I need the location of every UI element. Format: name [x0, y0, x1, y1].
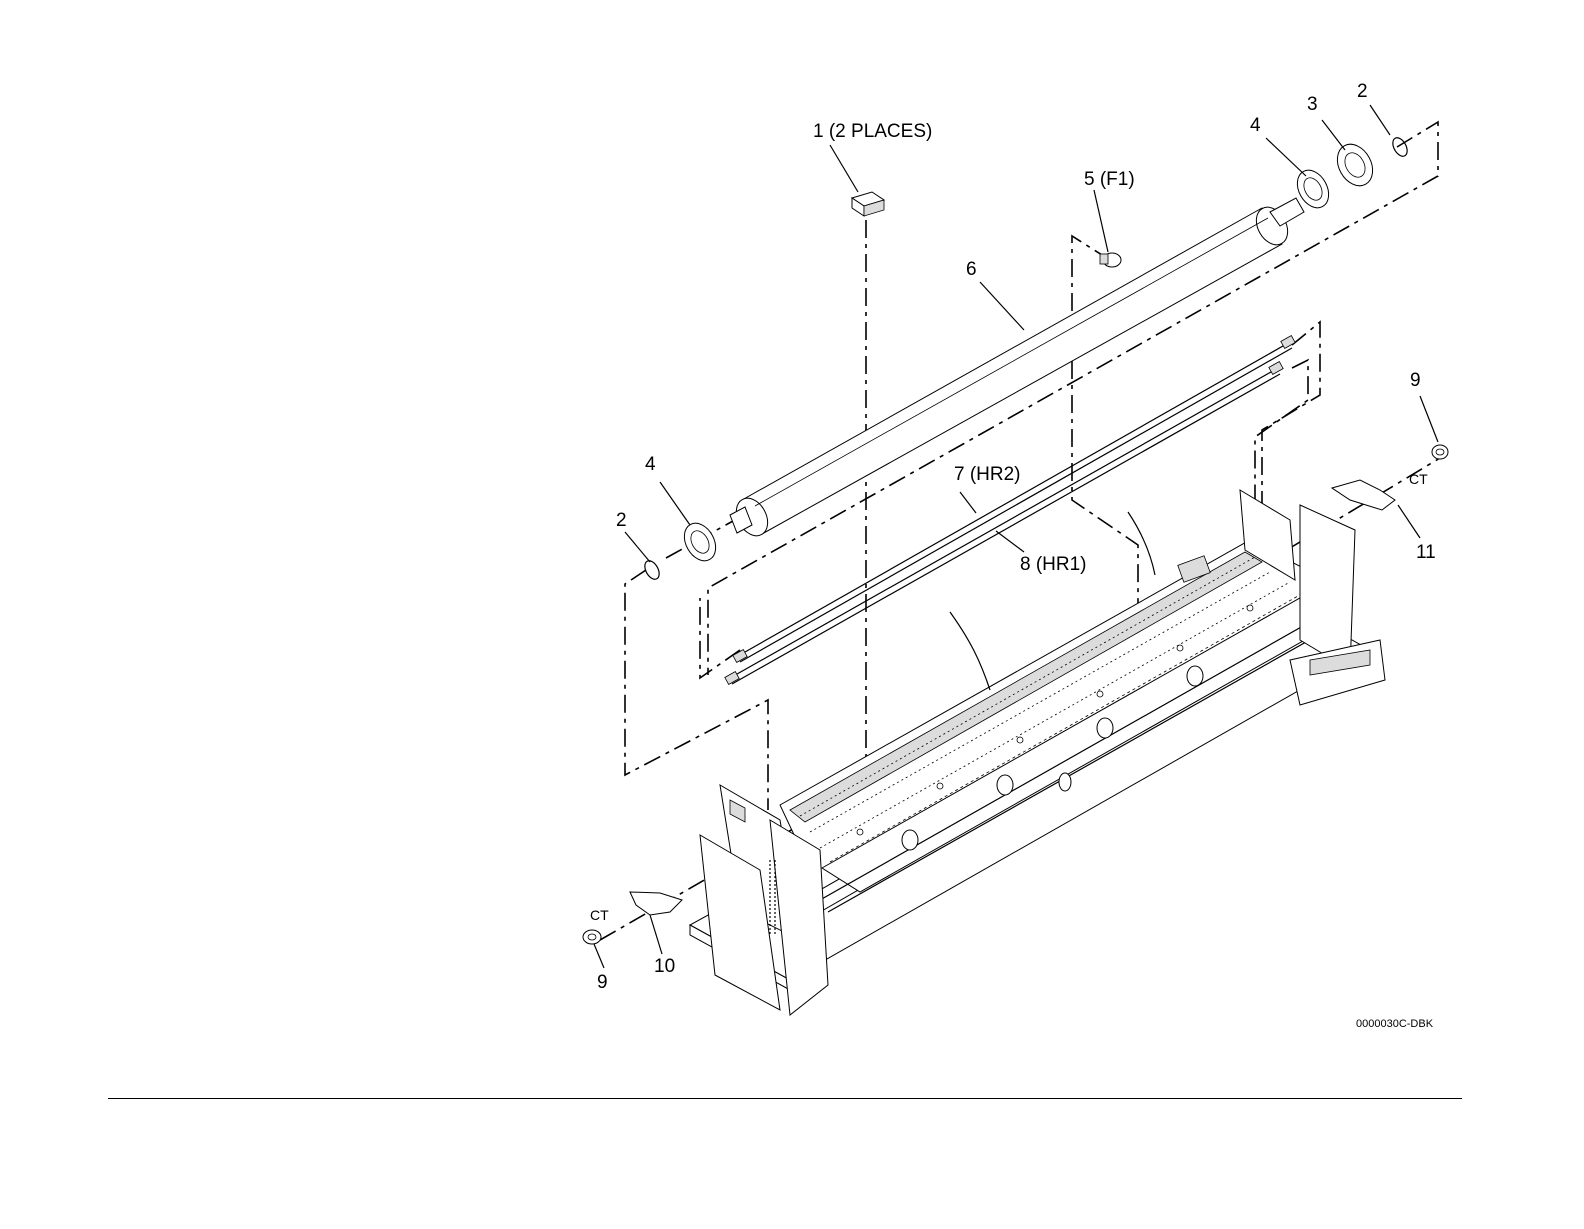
callout-6: 6 [966, 259, 977, 280]
bearing-4-left [678, 518, 722, 567]
heat-roller [730, 198, 1304, 541]
callout-11: 11 [1416, 542, 1436, 563]
callout-7: 7 (HR2) [954, 464, 1021, 485]
callout-8: 8 (HR1) [1020, 554, 1087, 575]
e-clip-2-left [642, 558, 662, 581]
callout-4-left: 4 [645, 454, 656, 475]
bearing-9-left [583, 930, 601, 944]
bearing-3 [1330, 138, 1379, 192]
callout-9-left: 9 [597, 972, 608, 993]
callout-2-left: 2 [616, 510, 627, 531]
assembly-line-heater-left [700, 598, 740, 678]
callout-1: 1 (2 PLACES) [813, 121, 932, 142]
thermistor-part-5 [1100, 253, 1121, 267]
assembly-line-left-end [625, 570, 768, 810]
callout-4-right: 4 [1250, 115, 1261, 136]
callout-10: 10 [654, 956, 675, 977]
callout-9-right: 9 [1410, 370, 1421, 391]
bearing-9-right [1432, 445, 1448, 459]
callout-3: 3 [1307, 94, 1318, 115]
ct-label-left: CT [590, 907, 609, 923]
e-clip-2-right [1390, 135, 1410, 158]
ct-label-right: CT [1409, 471, 1428, 487]
pad-part-1 [852, 192, 884, 216]
figure-code: 0000030C-DBK [1356, 1018, 1434, 1030]
footer-rule [108, 1098, 1462, 1099]
lever-10 [630, 892, 682, 915]
callout-5: 5 (F1) [1084, 169, 1135, 190]
lever-11 [1332, 480, 1395, 510]
callout-2-right: 2 [1357, 81, 1368, 102]
